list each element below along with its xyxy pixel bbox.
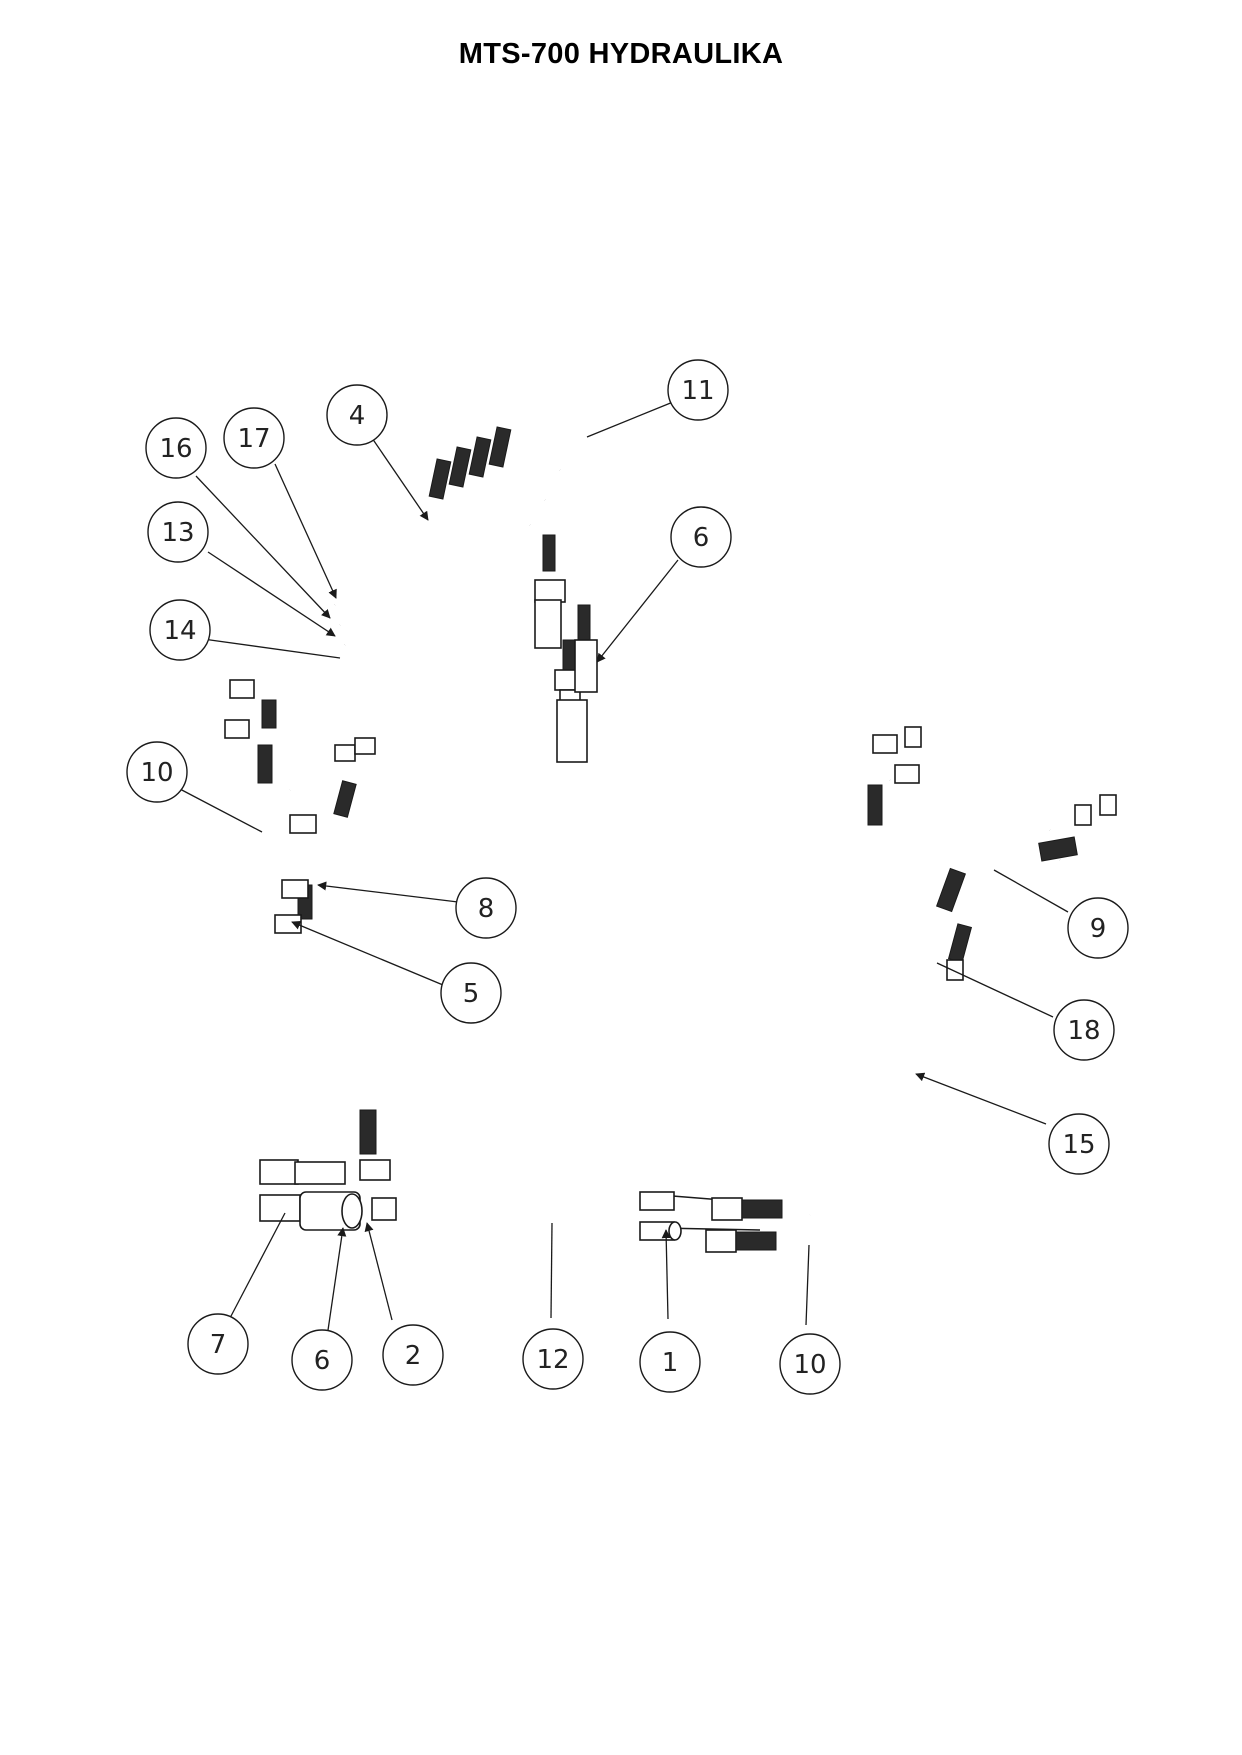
- callout-1: 1: [639, 1331, 701, 1393]
- leader-lines: [177, 401, 1069, 1338]
- callout-17-label: 17: [237, 424, 270, 454]
- callout-7-label: 7: [210, 1330, 227, 1360]
- callout-5-label: 5: [463, 979, 480, 1009]
- callout-5: 5: [440, 962, 502, 1024]
- callout-10-left-label: 10: [140, 758, 173, 788]
- callout-6-top-label: 6: [693, 523, 710, 553]
- callout-1-label: 1: [662, 1348, 679, 1378]
- callout-8: 8: [455, 877, 517, 939]
- callout-7: 7: [187, 1313, 249, 1375]
- callout-14: 14: [149, 599, 211, 661]
- callout-9-label: 9: [1090, 914, 1107, 944]
- callout-13-label: 13: [161, 518, 194, 548]
- callout-18: 18: [1053, 999, 1115, 1061]
- callout-11-label: 11: [681, 376, 714, 406]
- callout-15-label: 15: [1062, 1130, 1095, 1160]
- callout-6-top: 6: [670, 506, 732, 568]
- fittings: [224, 426, 1117, 1253]
- callout-14-label: 14: [163, 616, 196, 646]
- callout-15: 15: [1048, 1113, 1110, 1175]
- callout-4: 4: [326, 384, 388, 446]
- callout-11: 11: [667, 359, 729, 421]
- callout-17: 17: [223, 407, 285, 469]
- callout-6-bottom-label: 6: [314, 1346, 331, 1376]
- callout-2-label: 2: [405, 1341, 422, 1371]
- callout-10-right: 10: [779, 1333, 841, 1395]
- callout-13: 13: [147, 501, 209, 563]
- page-title: MTS-700 HYDRAULIKA: [458, 38, 784, 70]
- callout-4-label: 4: [349, 401, 366, 431]
- callout-12-label: 12: [536, 1345, 569, 1375]
- callout-8-label: 8: [478, 894, 495, 924]
- callout-2: 2: [382, 1324, 444, 1386]
- callout-9: 9: [1067, 897, 1129, 959]
- callout-12: 12: [522, 1328, 584, 1390]
- callout-6-bottom: 6: [291, 1329, 353, 1391]
- callout-10-left: 10: [126, 741, 188, 803]
- hose-lines: [188, 299, 1063, 1250]
- callout-16: 16: [145, 417, 207, 479]
- callout-18-label: 18: [1067, 1016, 1100, 1046]
- callout-10-right-label: 10: [793, 1350, 826, 1380]
- callout-16-label: 16: [159, 434, 192, 464]
